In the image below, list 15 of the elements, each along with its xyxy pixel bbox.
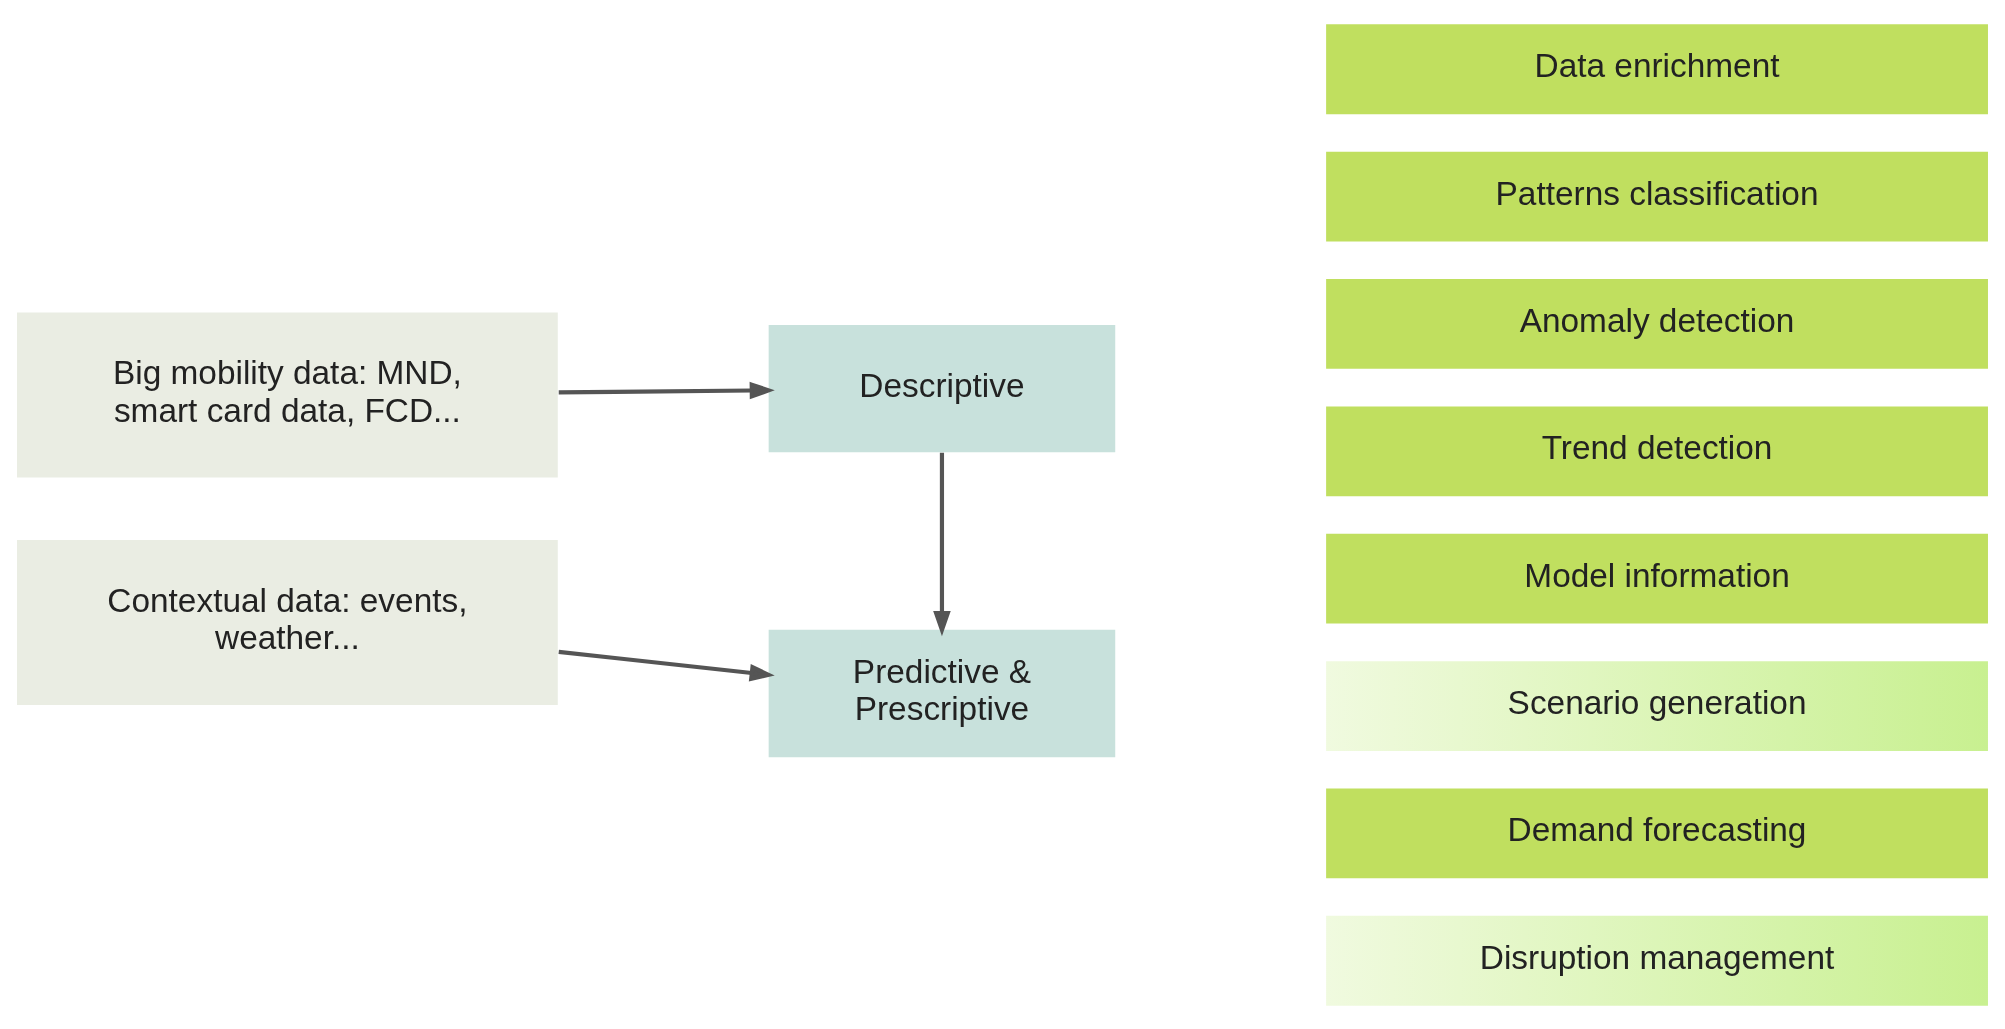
node-box: Demand forecasting [1326, 788, 1988, 878]
arrow [933, 452, 951, 636]
node-box: Patterns classification [1326, 151, 1988, 241]
node-box: Contextual data: events, weather... [17, 539, 558, 705]
node-box: Descriptive [768, 324, 1116, 452]
node-box: Anomaly detection [1326, 278, 1988, 369]
node-box: Scenario generation [1326, 660, 1988, 751]
node-box: Predictive & Prescriptive [768, 629, 1116, 757]
node-box: Trend detection [1326, 405, 1988, 496]
node-box: Big mobility data: MND, smart card data, FCD... [17, 312, 558, 477]
arrow [558, 381, 775, 399]
node-box: Disruption management [1326, 915, 1988, 1006]
node-box: Model information [1326, 533, 1988, 624]
node-box: Data enrichment [1326, 23, 1988, 114]
arrow [558, 649, 775, 681]
